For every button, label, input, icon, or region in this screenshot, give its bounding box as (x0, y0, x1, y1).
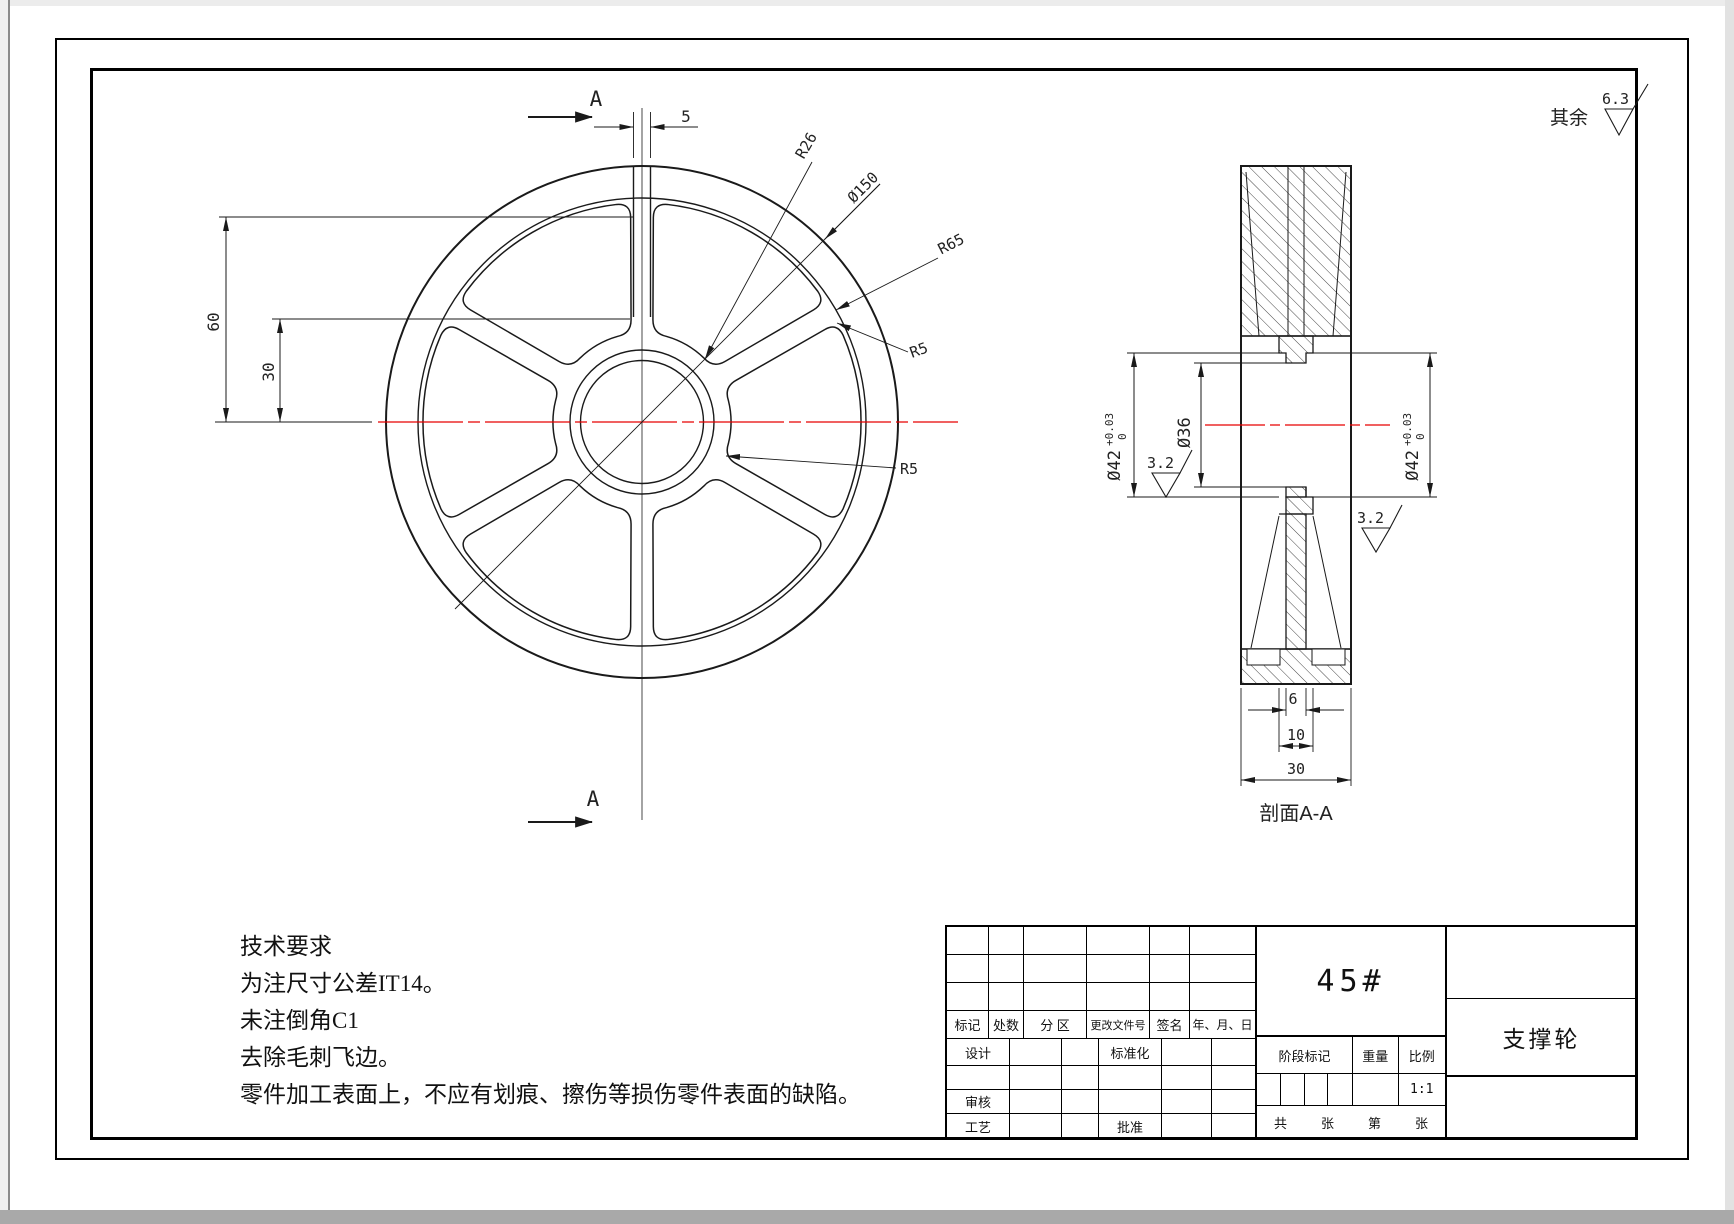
ra-right-value: 3.2 (1357, 509, 1384, 527)
cone-line-top-left (1245, 171, 1260, 337)
part-name-cell: 支撑轮 (1447, 999, 1636, 1077)
svg-text:Ø36: Ø36 (1175, 417, 1195, 448)
dim-30-label: 30 (1287, 760, 1305, 778)
section-hub-top (1278, 335, 1314, 364)
sheet-inner-frame (90, 68, 1638, 1140)
rev-header-count: 处数 (989, 1011, 1024, 1039)
material-cell: 45# (1257, 927, 1447, 1037)
technical-requirements: 技术要求 为注尺寸公差IT14。 未注倒角C1 去除毛刺飞边。 零件加工表面上，… (240, 928, 880, 1113)
roughness-symbol-left (1151, 449, 1193, 499)
label-standardization: 标准化 (1099, 1039, 1162, 1066)
svg-text:0: 0 (1116, 433, 1129, 440)
general-note-prefix: 其余 (1550, 107, 1588, 129)
section-letter-top: A (590, 87, 603, 111)
tech-req-line: 去除毛刺飞边。 (240, 1045, 401, 1070)
revision-table: 标记 处数 分 区 更改文件号 签名 年、月、日 (947, 927, 1257, 1039)
r65-label: R65 (935, 230, 967, 258)
sheets-row: 共 张 第 张 (1257, 1106, 1447, 1138)
svg-text:Ø42: Ø42 (1403, 450, 1423, 481)
stage-value-row: 1:1 (1257, 1074, 1447, 1106)
r65-leader (835, 257, 939, 311)
dim-36-label: Ø36 (1175, 417, 1195, 448)
label-no: 第 (1367, 1115, 1381, 1131)
window-chrome-left (0, 0, 10, 1224)
svg-text:+0.03: +0.03 (1103, 413, 1116, 446)
r5-upper-leader (836, 322, 909, 353)
section-web-bottom (1285, 513, 1307, 650)
dim-10-label: 10 (1287, 726, 1305, 744)
dim60-label: 60 (204, 312, 223, 331)
label-process: 工艺 (947, 1114, 1010, 1138)
section-recess-notch-right (1311, 648, 1346, 666)
svg-text:+0.03: +0.03 (1401, 413, 1414, 446)
label-scale: 比例 (1398, 1037, 1445, 1074)
section-view-labels: Ø42 +0.03 0 Ø36 Ø42 +0.03 0 3.2 3.2 6 10… (1103, 413, 1427, 825)
section-hub-bottom (1279, 487, 1314, 515)
tech-req-line: 零件加工表面上，不应有划痕、擦伤等损伤零件表面的缺陷。 (240, 1082, 861, 1107)
drawing-no-cell (1447, 1077, 1636, 1138)
label-approve: 批准 (1099, 1114, 1162, 1138)
front-view (215, 108, 958, 828)
window-cutout (726, 326, 862, 518)
svg-text:0: 0 (1414, 433, 1427, 440)
window-chrome-top (0, 0, 1734, 6)
label-review: 审核 (947, 1090, 1010, 1114)
tech-req-line: 为注尺寸公差IT14。 (240, 971, 446, 996)
r26-label: R26 (792, 129, 821, 161)
dim-42R-label: Ø42 +0.03 0 (1401, 413, 1427, 481)
tech-req-line: 技术要求 (240, 934, 332, 959)
signature-zone: 设计 标准化 审核 工艺 批准 (947, 1039, 1257, 1138)
roughness-symbol-right (1361, 504, 1403, 554)
section-top-solid (1240, 165, 1352, 337)
r26-leader (704, 161, 813, 360)
rev-header-docno: 更改文件号 (1087, 1011, 1150, 1039)
cone-line-bottom-left (1250, 515, 1280, 649)
svg-text:Ø42: Ø42 (1105, 450, 1125, 481)
diagonal-centerline (454, 183, 881, 610)
dim30-label: 30 (259, 362, 278, 381)
label-weight: 重量 (1352, 1037, 1399, 1074)
front-view-labels: A A 5 60 30 R26 Ø150 R65 R5 R5 (204, 87, 967, 811)
section-view (1127, 165, 1437, 786)
rev-header-sign: 签名 (1150, 1011, 1190, 1039)
cone-line-bottom-right (1312, 515, 1342, 649)
cone-line-top-right (1332, 171, 1347, 337)
d150-leader (824, 183, 881, 240)
ra-left-value: 3.2 (1147, 454, 1174, 472)
section-letter-bottom: A (587, 787, 600, 811)
scale-value: 1:1 (1398, 1074, 1445, 1106)
general-roughness-note: 其余 6.3 (1550, 83, 1649, 137)
title-zone-right: 45# 阶段标记 重量 比例 1:1 共 张 第 张 支撑轮 (1257, 927, 1636, 1138)
label-stage-mark: 阶段标记 (1257, 1037, 1353, 1074)
sheet-outer-frame (55, 38, 1689, 1160)
general-note-value: 6.3 (1602, 90, 1629, 108)
dim-6-label: 6 (1288, 690, 1297, 708)
company-cell (1447, 927, 1636, 999)
stage-row: 阶段标记 重量 比例 (1257, 1037, 1447, 1074)
label-total: 共 (1273, 1115, 1287, 1131)
window-chrome-bottom (0, 1210, 1734, 1224)
rev-header-mark: 标记 (947, 1011, 989, 1039)
r5-lower-label: R5 (900, 460, 918, 478)
roughness-symbol-general (1604, 83, 1649, 137)
rev-header-zone: 分 区 (1024, 1011, 1087, 1039)
weight-value (1352, 1074, 1399, 1106)
window-chrome-right (1725, 0, 1734, 1224)
dim5-label: 5 (681, 107, 691, 126)
section-hub-bottom-step (1285, 486, 1307, 498)
label-sheets: 张 (1320, 1115, 1334, 1131)
title-block: 标记 处数 分 区 更改文件号 签名 年、月、日 设计 标准化 审核 工艺 批准… (945, 925, 1638, 1140)
dim-42L-label: Ø42 +0.03 0 (1103, 413, 1129, 481)
tech-req-line: 未注倒角C1 (240, 1008, 359, 1033)
section-title: 剖面A-A (1259, 802, 1333, 825)
r5-lower-leader (725, 453, 897, 469)
section-recess-notch-left (1246, 648, 1281, 666)
r5-upper-label: R5 (907, 339, 930, 362)
label-sheet: 张 (1414, 1115, 1428, 1131)
rev-header-date: 年、月、日 (1190, 1011, 1255, 1039)
label-design: 设计 (947, 1039, 1010, 1066)
